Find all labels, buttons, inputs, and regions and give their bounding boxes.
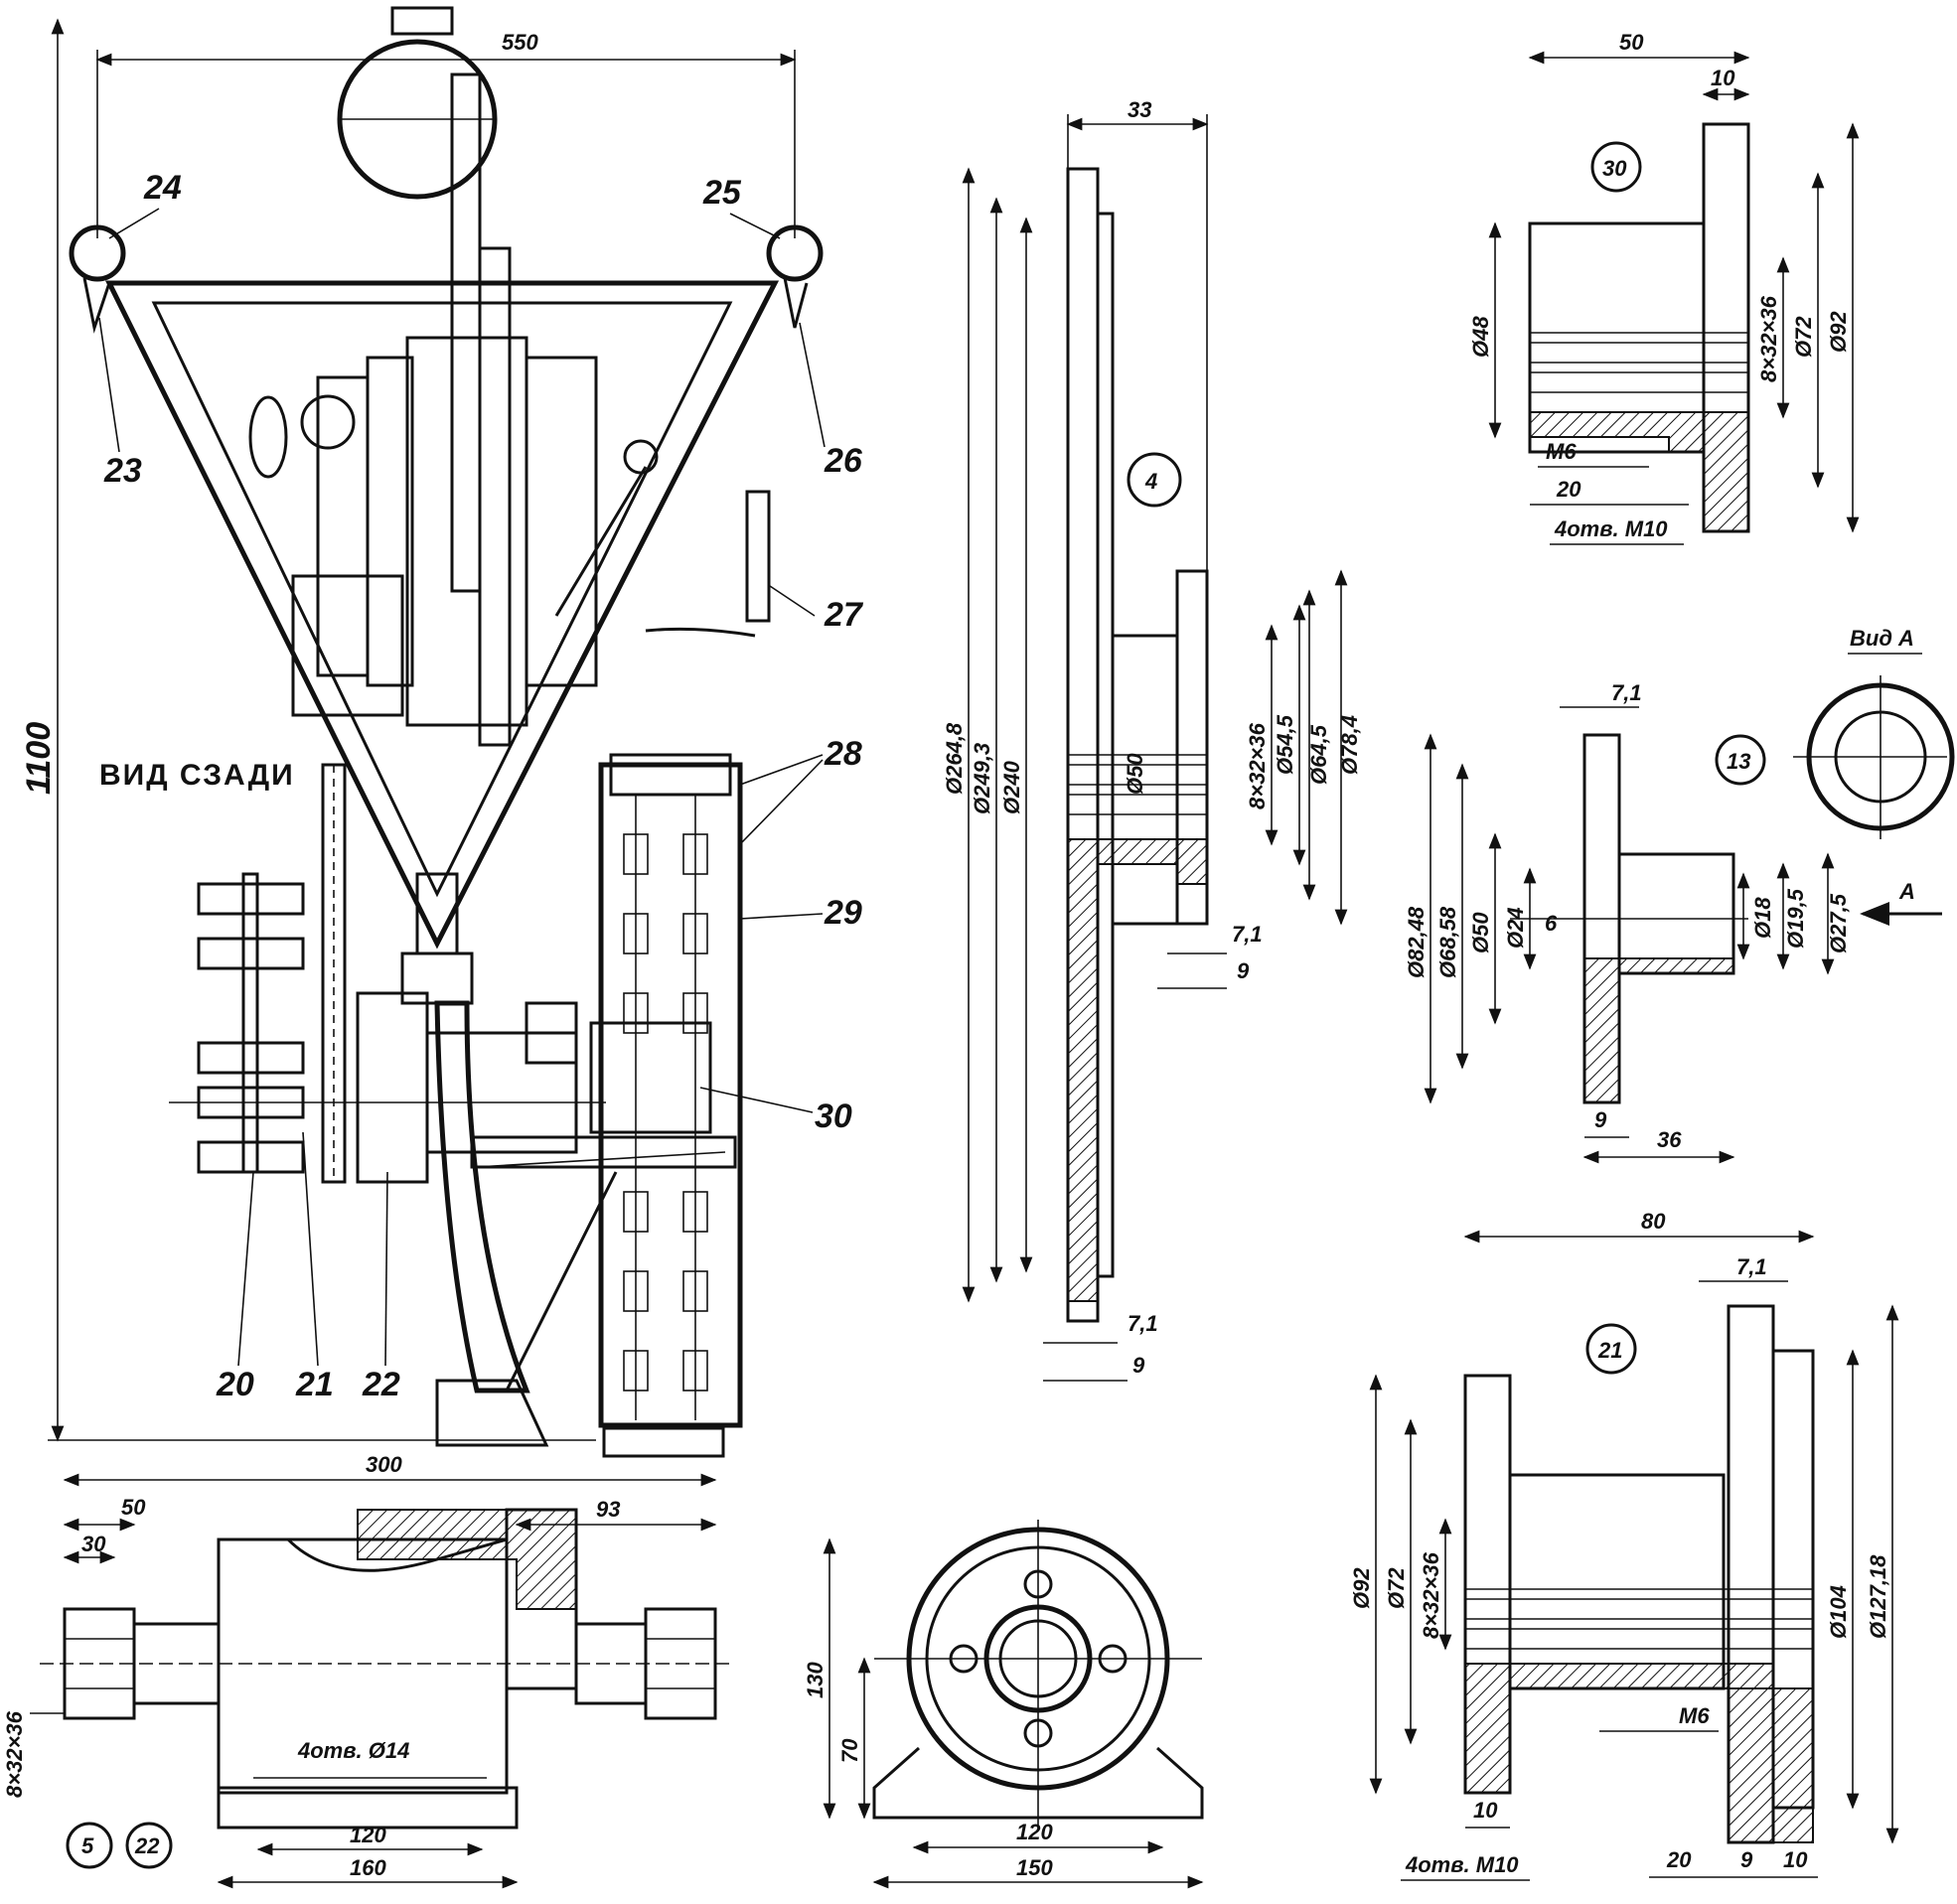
dim-d19-5: Ø19,5 bbox=[1783, 888, 1808, 949]
dim-d72-p30: Ø72 bbox=[1791, 316, 1816, 358]
dim-d249-3: Ø249,3 bbox=[970, 743, 994, 814]
dim-spline-b: 8×32×36 bbox=[2, 1710, 27, 1798]
dim-20-p30: 20 bbox=[1556, 477, 1581, 502]
part-22-number: 22 bbox=[134, 1833, 160, 1858]
rear-view-title: ВИД СЗАДИ bbox=[99, 759, 295, 792]
dim-d78-4: Ø78,4 bbox=[1337, 715, 1362, 775]
dim-holes-p30: 4отв. М10 bbox=[1554, 516, 1668, 541]
dim-d104: Ø104 bbox=[1826, 1585, 1851, 1639]
dim-10-p21-a: 10 bbox=[1473, 1798, 1498, 1823]
callout-27: 27 bbox=[824, 596, 864, 634]
dim-holes-p21: 4отв. М10 bbox=[1405, 1852, 1519, 1877]
part-13-number: 13 bbox=[1727, 749, 1750, 774]
dim-spline-p21: 8×32×36 bbox=[1419, 1551, 1443, 1639]
callout-24: 24 bbox=[143, 169, 182, 207]
rear-view-drawing: 550 1100 bbox=[20, 6, 864, 1458]
dim-93: 93 bbox=[596, 1497, 620, 1522]
dim-d92-p30: Ø92 bbox=[1826, 311, 1851, 353]
dim-d127-18: Ø127,18 bbox=[1866, 1554, 1890, 1639]
dim-d64-5: Ø64,5 bbox=[1306, 724, 1331, 785]
hub-4-part-number: 4 bbox=[1144, 469, 1157, 494]
view-a-label: Вид А bbox=[1850, 626, 1914, 651]
part-21-drawing: 21 80 7,1 Ø92 Ø72 8×32×36 Ø104 Ø127,18 M… bbox=[1349, 1209, 1899, 1881]
part-30-number: 30 bbox=[1602, 156, 1627, 181]
dim-holes-b: 4отв. Ø14 bbox=[297, 1738, 409, 1763]
dim-7-1-p13: 7,1 bbox=[1611, 680, 1642, 705]
callout-30: 30 bbox=[815, 1098, 852, 1135]
dim-50-p30: 50 bbox=[1619, 30, 1644, 55]
dim-1100: 1100 bbox=[20, 722, 58, 795]
dim-d24-p13: Ø24 bbox=[1503, 907, 1528, 949]
dim-70: 70 bbox=[837, 1738, 862, 1763]
dim-9-b: 9 bbox=[1132, 1353, 1145, 1378]
dim-m6-p30: M6 bbox=[1546, 439, 1577, 464]
dim-7-1-p21: 7,1 bbox=[1736, 1254, 1767, 1279]
dim-10-p21-b: 10 bbox=[1783, 1847, 1808, 1872]
dim-300: 300 bbox=[366, 1452, 402, 1477]
callout-25: 25 bbox=[702, 174, 742, 212]
dim-9-p21: 9 bbox=[1740, 1847, 1753, 1872]
callout-21: 21 bbox=[295, 1366, 334, 1403]
dim-d92-p21: Ø92 bbox=[1349, 1567, 1374, 1609]
dim-33: 33 bbox=[1128, 97, 1151, 122]
dim-50-b: 50 bbox=[121, 1495, 146, 1520]
dim-m6-p21: M6 bbox=[1679, 1703, 1710, 1728]
part-13-drawing: 13 Вид А А 7,1 Ø82,48 Ø68,58 Ø50 Ø24 6 Ø… bbox=[1404, 626, 1955, 1164]
dim-36-p13: 36 bbox=[1657, 1127, 1682, 1152]
bearing-5-22-drawing: 300 50 30 93 8×32×36 4отв. Ø14 120 160 5… bbox=[2, 1452, 735, 1889]
part-5-number: 5 bbox=[81, 1833, 94, 1858]
view-a-arrow-label: А bbox=[1898, 879, 1915, 904]
dim-7-1-b: 7,1 bbox=[1128, 1311, 1158, 1336]
part-30-drawing: 30 50 10 Ø48 8×32×36 Ø72 Ø92 M6 20 4отв.… bbox=[1468, 30, 1860, 545]
dim-d82-48: Ø82,48 bbox=[1404, 906, 1429, 978]
callout-26: 26 bbox=[824, 442, 863, 480]
callout-29: 29 bbox=[824, 894, 862, 932]
dim-120-b: 120 bbox=[350, 1823, 386, 1847]
dim-150-e: 150 bbox=[1016, 1855, 1053, 1880]
callout-20: 20 bbox=[216, 1366, 254, 1403]
dim-9-p13: 9 bbox=[1594, 1107, 1607, 1132]
dim-spline-4: 8×32×36 bbox=[1245, 722, 1270, 809]
dim-d72-p21: Ø72 bbox=[1384, 1567, 1409, 1609]
dim-d50-p13: Ø50 bbox=[1468, 912, 1493, 953]
dim-d50: Ø50 bbox=[1123, 753, 1147, 795]
dim-d240: Ø240 bbox=[999, 760, 1024, 814]
callout-28: 28 bbox=[824, 735, 862, 773]
dim-d48-p30: Ø48 bbox=[1468, 316, 1493, 358]
callout-23: 23 bbox=[103, 452, 142, 490]
dim-80-p21: 80 bbox=[1641, 1209, 1666, 1234]
bearing-end-view-drawing: 130 70 120 150 bbox=[803, 1520, 1204, 1889]
dim-20-p21: 20 bbox=[1666, 1847, 1692, 1872]
dim-7-1-a: 7,1 bbox=[1232, 922, 1263, 947]
dim-30-b: 30 bbox=[81, 1532, 106, 1556]
dim-10-p30: 10 bbox=[1711, 66, 1735, 90]
callout-22: 22 bbox=[362, 1366, 400, 1403]
dim-d68-58: Ø68,58 bbox=[1435, 906, 1460, 978]
dim-d264-8: Ø264,8 bbox=[942, 722, 967, 795]
dim-d18: Ø18 bbox=[1750, 897, 1775, 939]
dim-d54-5: Ø54,5 bbox=[1273, 714, 1297, 775]
dim-6-p13: 6 bbox=[1545, 911, 1558, 936]
hub-4-drawing: 4 33 Ø264,8 Ø249,3 Ø240 Ø50 8×32×36 Ø54,… bbox=[942, 97, 1362, 1382]
dim-550: 550 bbox=[502, 30, 538, 55]
dim-120-e: 120 bbox=[1016, 1820, 1053, 1844]
dim-130: 130 bbox=[803, 1662, 828, 1698]
dim-spline-p30: 8×32×36 bbox=[1756, 295, 1781, 382]
dim-d27-5: Ø27,5 bbox=[1826, 893, 1851, 953]
dim-9-a: 9 bbox=[1237, 958, 1250, 983]
part-21-number: 21 bbox=[1597, 1338, 1622, 1363]
dim-160-b: 160 bbox=[350, 1855, 386, 1880]
